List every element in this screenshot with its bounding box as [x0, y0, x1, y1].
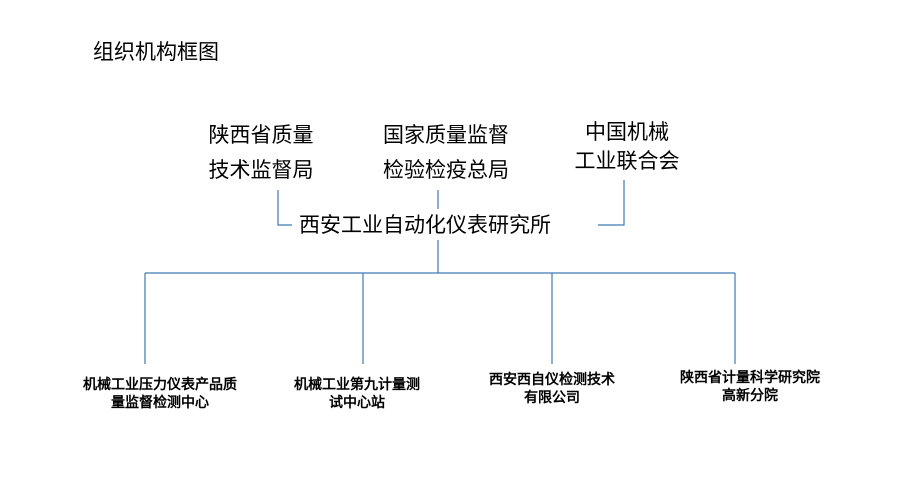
node-line: 工业联合会: [574, 149, 680, 173]
connector-top-left: [277, 190, 292, 226]
node-line: 陕西省质量: [208, 123, 314, 147]
bottom-node-pressure-instrument-center: 机械工业压力仪表产品质 量监督检测中心: [62, 376, 258, 412]
bottom-node-ninth-metrology-station: 机械工业第九计量测 试中心站: [275, 376, 439, 412]
top-node-machinery-federation: 中国机械 工业联合会: [562, 118, 692, 176]
node-line: 试中心站: [329, 395, 385, 411]
node-line: 国家质量监督: [383, 123, 509, 147]
top-node-aqsiq: 国家质量监督 检验检疫总局: [368, 118, 524, 188]
node-line: 有限公司: [524, 390, 580, 406]
node-line: 西安西自仪检测技术: [489, 372, 615, 388]
page-title: 组织机构框图: [93, 40, 219, 64]
node-line: 机械工业压力仪表产品质: [83, 377, 237, 393]
bottom-node-xiziyi-testing-company: 西安西自仪检测技术 有限公司: [470, 371, 634, 407]
node-line: 量监督检测中心: [111, 395, 209, 411]
node-line: 机械工业第九计量测: [294, 377, 420, 393]
node-line: 检验检疫总局: [383, 158, 509, 182]
bottom-node-metrology-institute-hightech-branch: 陕西省计量科学研究院 高新分院: [660, 369, 840, 405]
center-node-institute: 西安工业自动化仪表研究所: [296, 209, 554, 239]
top-node-shaanxi-quality-bureau: 陕西省质量 技术监督局: [196, 118, 326, 188]
node-line: 高新分院: [722, 388, 778, 404]
node-line: 陕西省计量科学研究院: [680, 370, 820, 386]
node-line: 技术监督局: [208, 158, 314, 182]
connector-top-right: [598, 180, 625, 226]
node-line: 中国机械: [585, 120, 669, 144]
